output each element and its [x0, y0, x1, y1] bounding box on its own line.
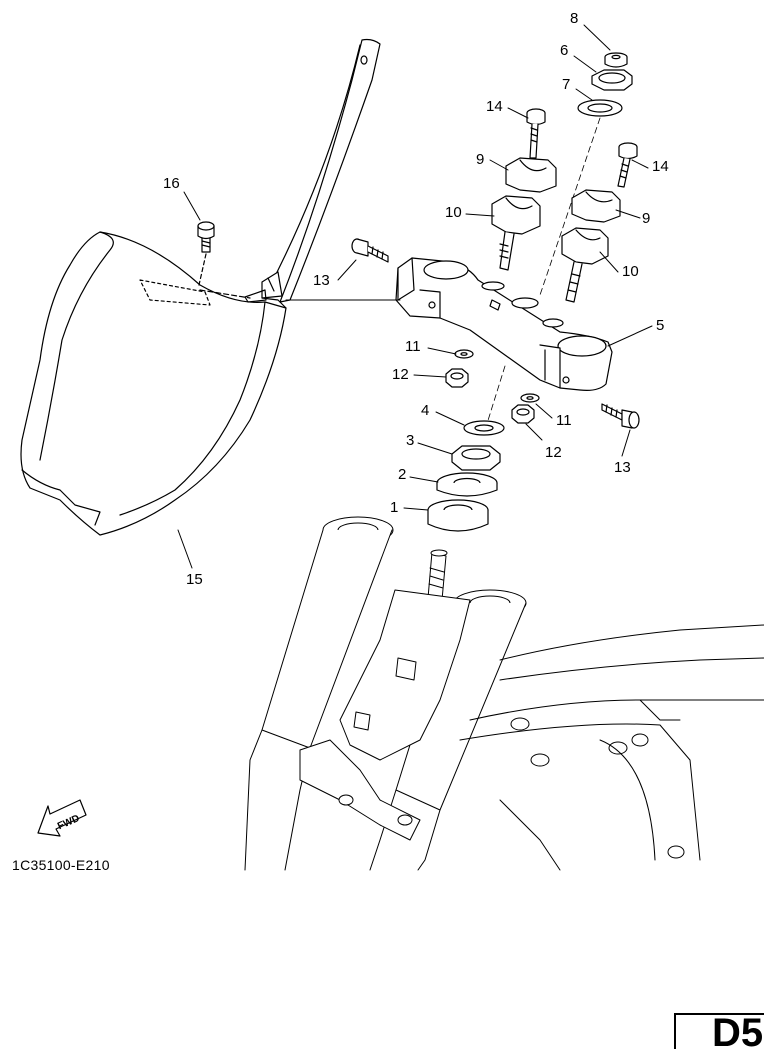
- forward-direction-arrow: [37, 799, 87, 837]
- leader-lines: [177, 24, 653, 569]
- callout-13-upper: 13: [313, 272, 330, 289]
- callout-9-left: 9: [476, 151, 485, 168]
- top-nut-stack: [539, 52, 633, 296]
- plate-bolt: [197, 221, 215, 286]
- handlebar-holder-left: [491, 108, 557, 271]
- callout-11-right: 11: [556, 412, 572, 429]
- callout-1: 1: [390, 499, 399, 516]
- callout-16: 16: [163, 175, 180, 192]
- callout-2: 2: [398, 466, 407, 483]
- callout-3: 3: [406, 432, 415, 449]
- page-section-code: D5: [674, 1013, 764, 1049]
- upper-bracket: [395, 257, 613, 391]
- front-fork-assembly: [244, 516, 527, 871]
- callout-13-lower: 13: [614, 459, 631, 476]
- drawing-reference-code: 1C35100-E210: [12, 857, 110, 873]
- washers-nuts: [445, 349, 540, 424]
- callout-7: 7: [562, 76, 571, 93]
- callout-8: 8: [570, 10, 579, 27]
- callout-6: 6: [560, 42, 569, 59]
- callout-14-right: 14: [652, 158, 669, 175]
- callout-12-left: 12: [392, 366, 409, 383]
- callout-4: 4: [421, 402, 430, 419]
- pinch-bolt-lower: [601, 403, 640, 429]
- callout-14-left: 14: [486, 98, 503, 115]
- callout-11-left: 11: [405, 338, 421, 355]
- frame: [459, 624, 764, 871]
- handlebar-holder-right: [561, 142, 638, 303]
- callout-10-left: 10: [445, 204, 462, 221]
- callout-15: 15: [186, 571, 203, 588]
- number-plate: [20, 38, 381, 536]
- callout-12-right: 12: [545, 444, 562, 461]
- callout-10-right: 10: [622, 263, 639, 280]
- callout-9-right: 9: [642, 210, 651, 227]
- steering-bearing-stack: [427, 365, 506, 532]
- callout-5: 5: [656, 317, 665, 334]
- pinch-bolt-upper: [351, 238, 389, 263]
